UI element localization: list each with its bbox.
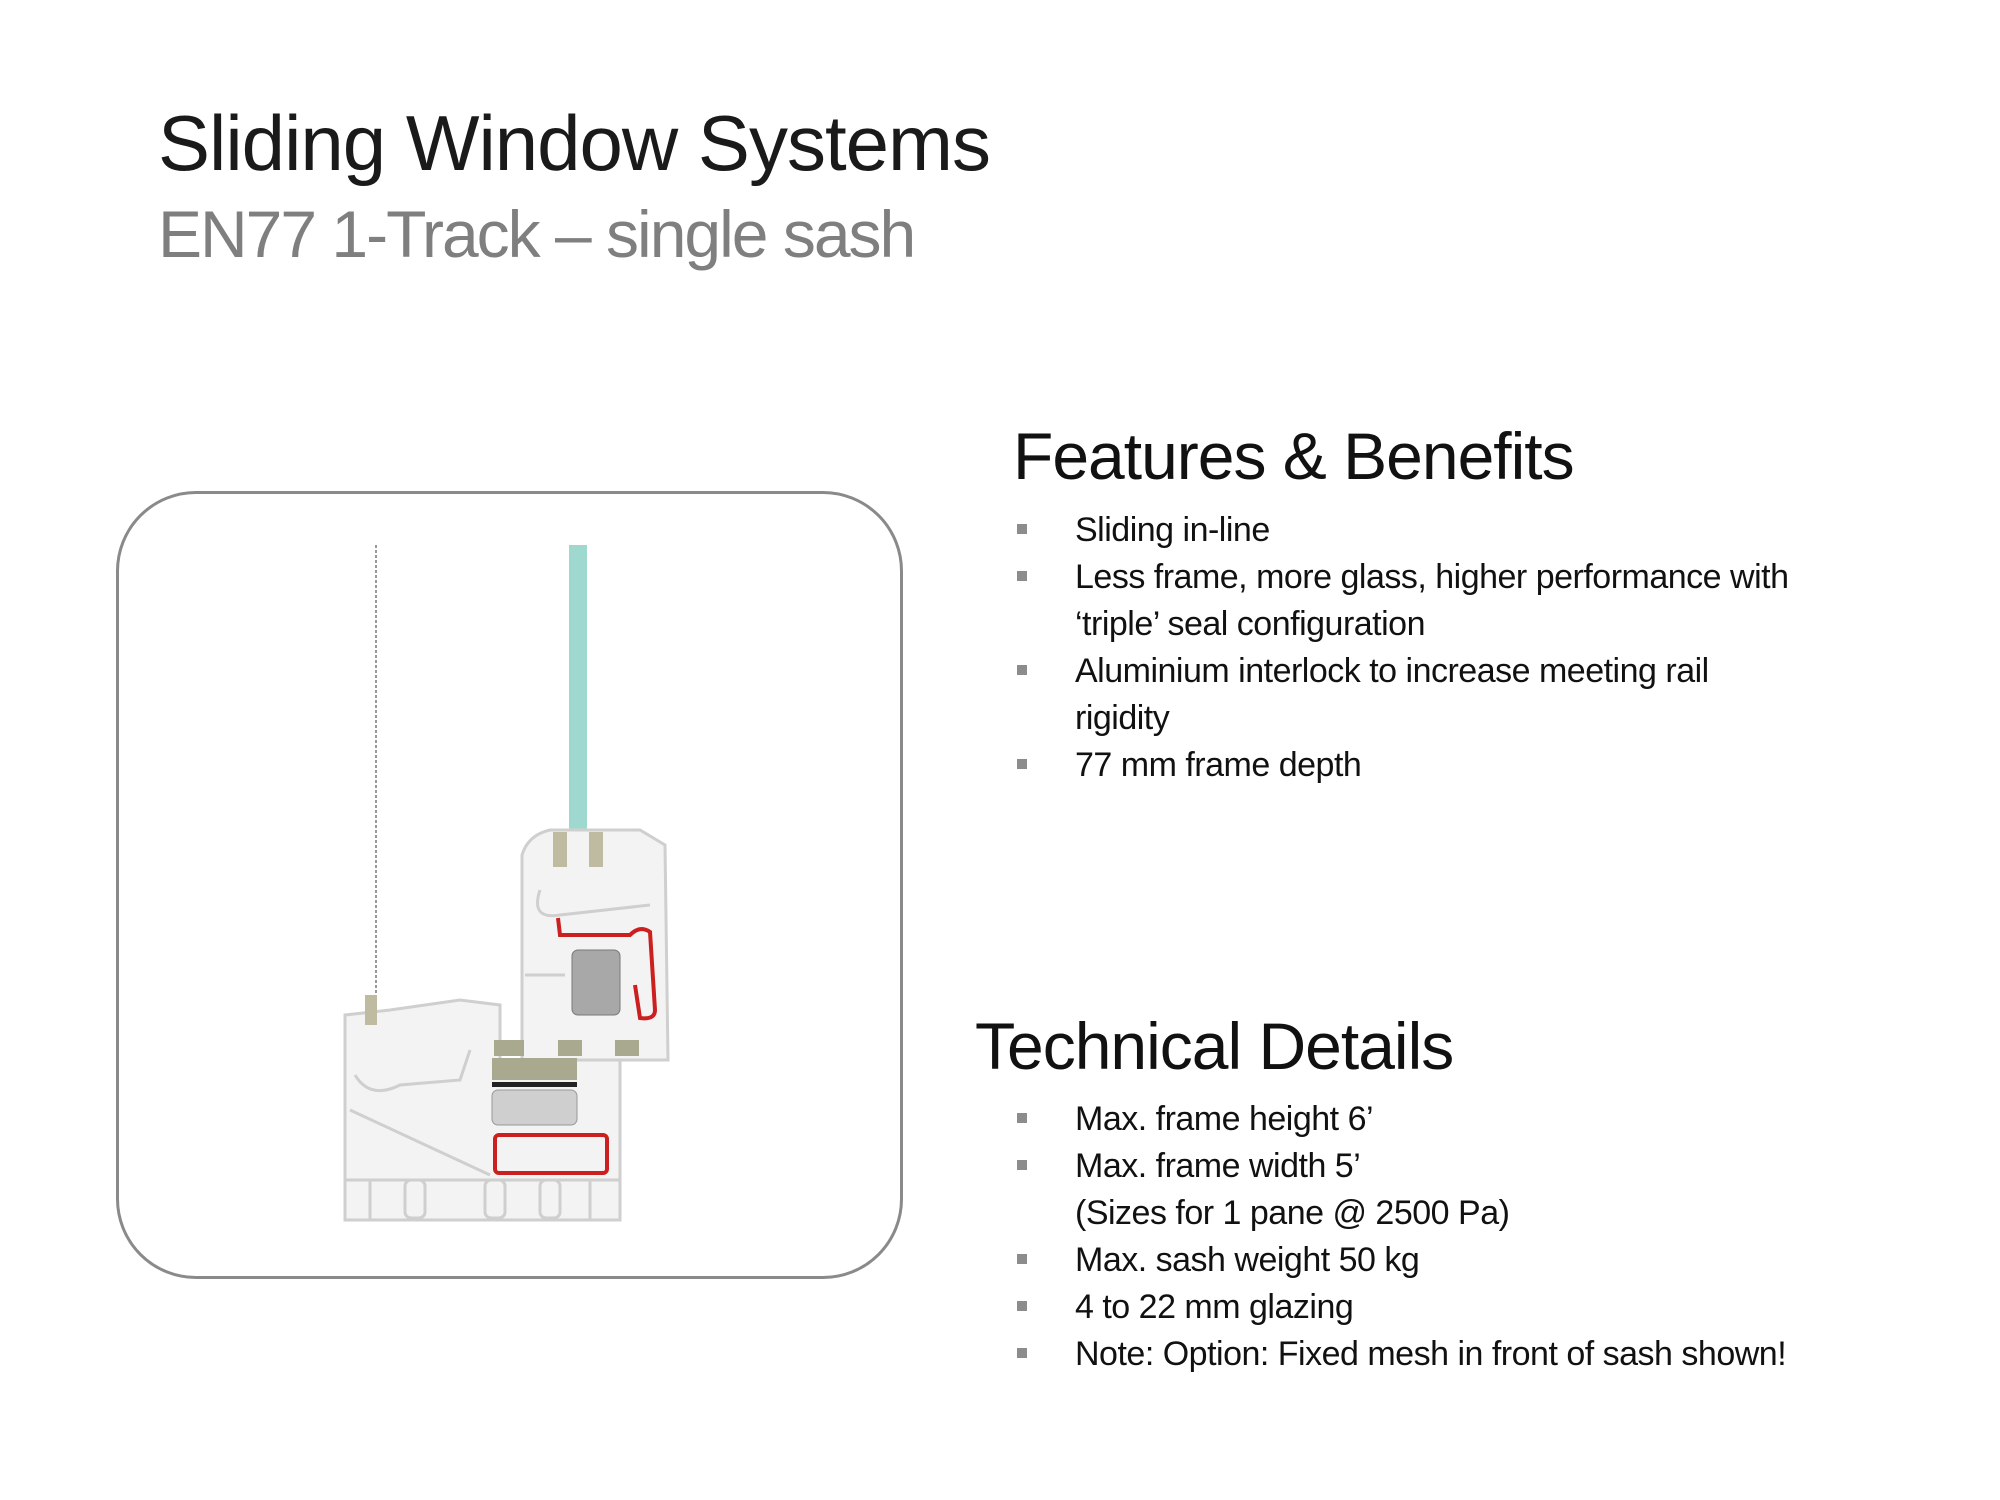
mesh-gasket [365,995,377,1025]
list-item: Sliding in-line [1013,507,1788,554]
list-item-text: (Sizes for 1 pane @ 2500 Pa) [1075,1194,1510,1232]
list-item-text: Max. frame width 5’ [1075,1147,1361,1185]
list-item: 4 to 22 mm glazing [1013,1284,1786,1331]
list-item: Max. sash weight 50 kg [1013,1237,1786,1284]
technical-heading: Technical Details [975,1009,1454,1083]
list-item-text: Sliding in-line [1075,511,1270,549]
glazing-gasket-left [553,832,567,867]
brush-seals [492,1040,639,1080]
bullet-icon [1017,1348,1027,1358]
sash-reinforcement [556,917,658,1021]
list-item-text: Max. frame height 6’ [1075,1100,1374,1138]
page-title: Sliding Window Systems [158,99,991,187]
aluminium-interlock [571,949,621,1016]
bullet-icon [1017,524,1027,534]
list-item-text: Less frame, more glass, higher performan… [1075,558,1789,596]
list-item: Less frame, more glass, higher performan… [1013,554,1789,648]
list-item-text: Note: Option: Fixed mesh in front of sas… [1075,1335,1787,1373]
bullet-icon [1017,1301,1027,1311]
frame-profile [343,998,622,1222]
glazing-gasket-right [589,832,603,867]
frame-feet [343,1178,622,1222]
bullet-icon [1017,571,1027,581]
bullet-icon [1017,759,1027,769]
bullet-icon [1017,1113,1027,1123]
bullet-icon [1017,1160,1027,1170]
frame-reinforcement [493,1133,609,1175]
list-item-text: ‘triple’ seal configuration [1075,605,1426,643]
list-item-text: Max. sash weight 50 kg [1075,1241,1420,1279]
roller [491,1089,578,1126]
list-item: 77 mm frame depth [1013,742,1788,789]
technical-list: Max. frame height 6’ Max. frame width 5’ (… [1013,1096,1787,1378]
sash-profile [520,828,670,1062]
bullet-icon [1017,1254,1027,1264]
list-item: Max. frame height 6’ [1013,1096,1786,1143]
list-item: Aluminium interlock to increase meeting … [1013,648,1788,742]
glass-pane [569,545,587,888]
list-item-text: rigidity [1075,699,1170,737]
list-item-text: 77 mm frame depth [1075,746,1362,784]
track-rail [492,1082,577,1087]
list-item-text: 4 to 22 mm glazing [1075,1288,1354,1326]
list-item: Max. frame width 5’ (Sizes for 1 pane @ 2… [1013,1143,1786,1237]
features-heading: Features & Benefits [1013,419,1575,493]
bullet-icon [1017,665,1027,675]
list-item: Note: Option: Fixed mesh in front of sas… [1013,1331,1787,1378]
page-subtitle: EN77 1-Track – single sash [158,197,916,271]
list-item-text: Aluminium interlock to increase meeting … [1075,652,1709,690]
